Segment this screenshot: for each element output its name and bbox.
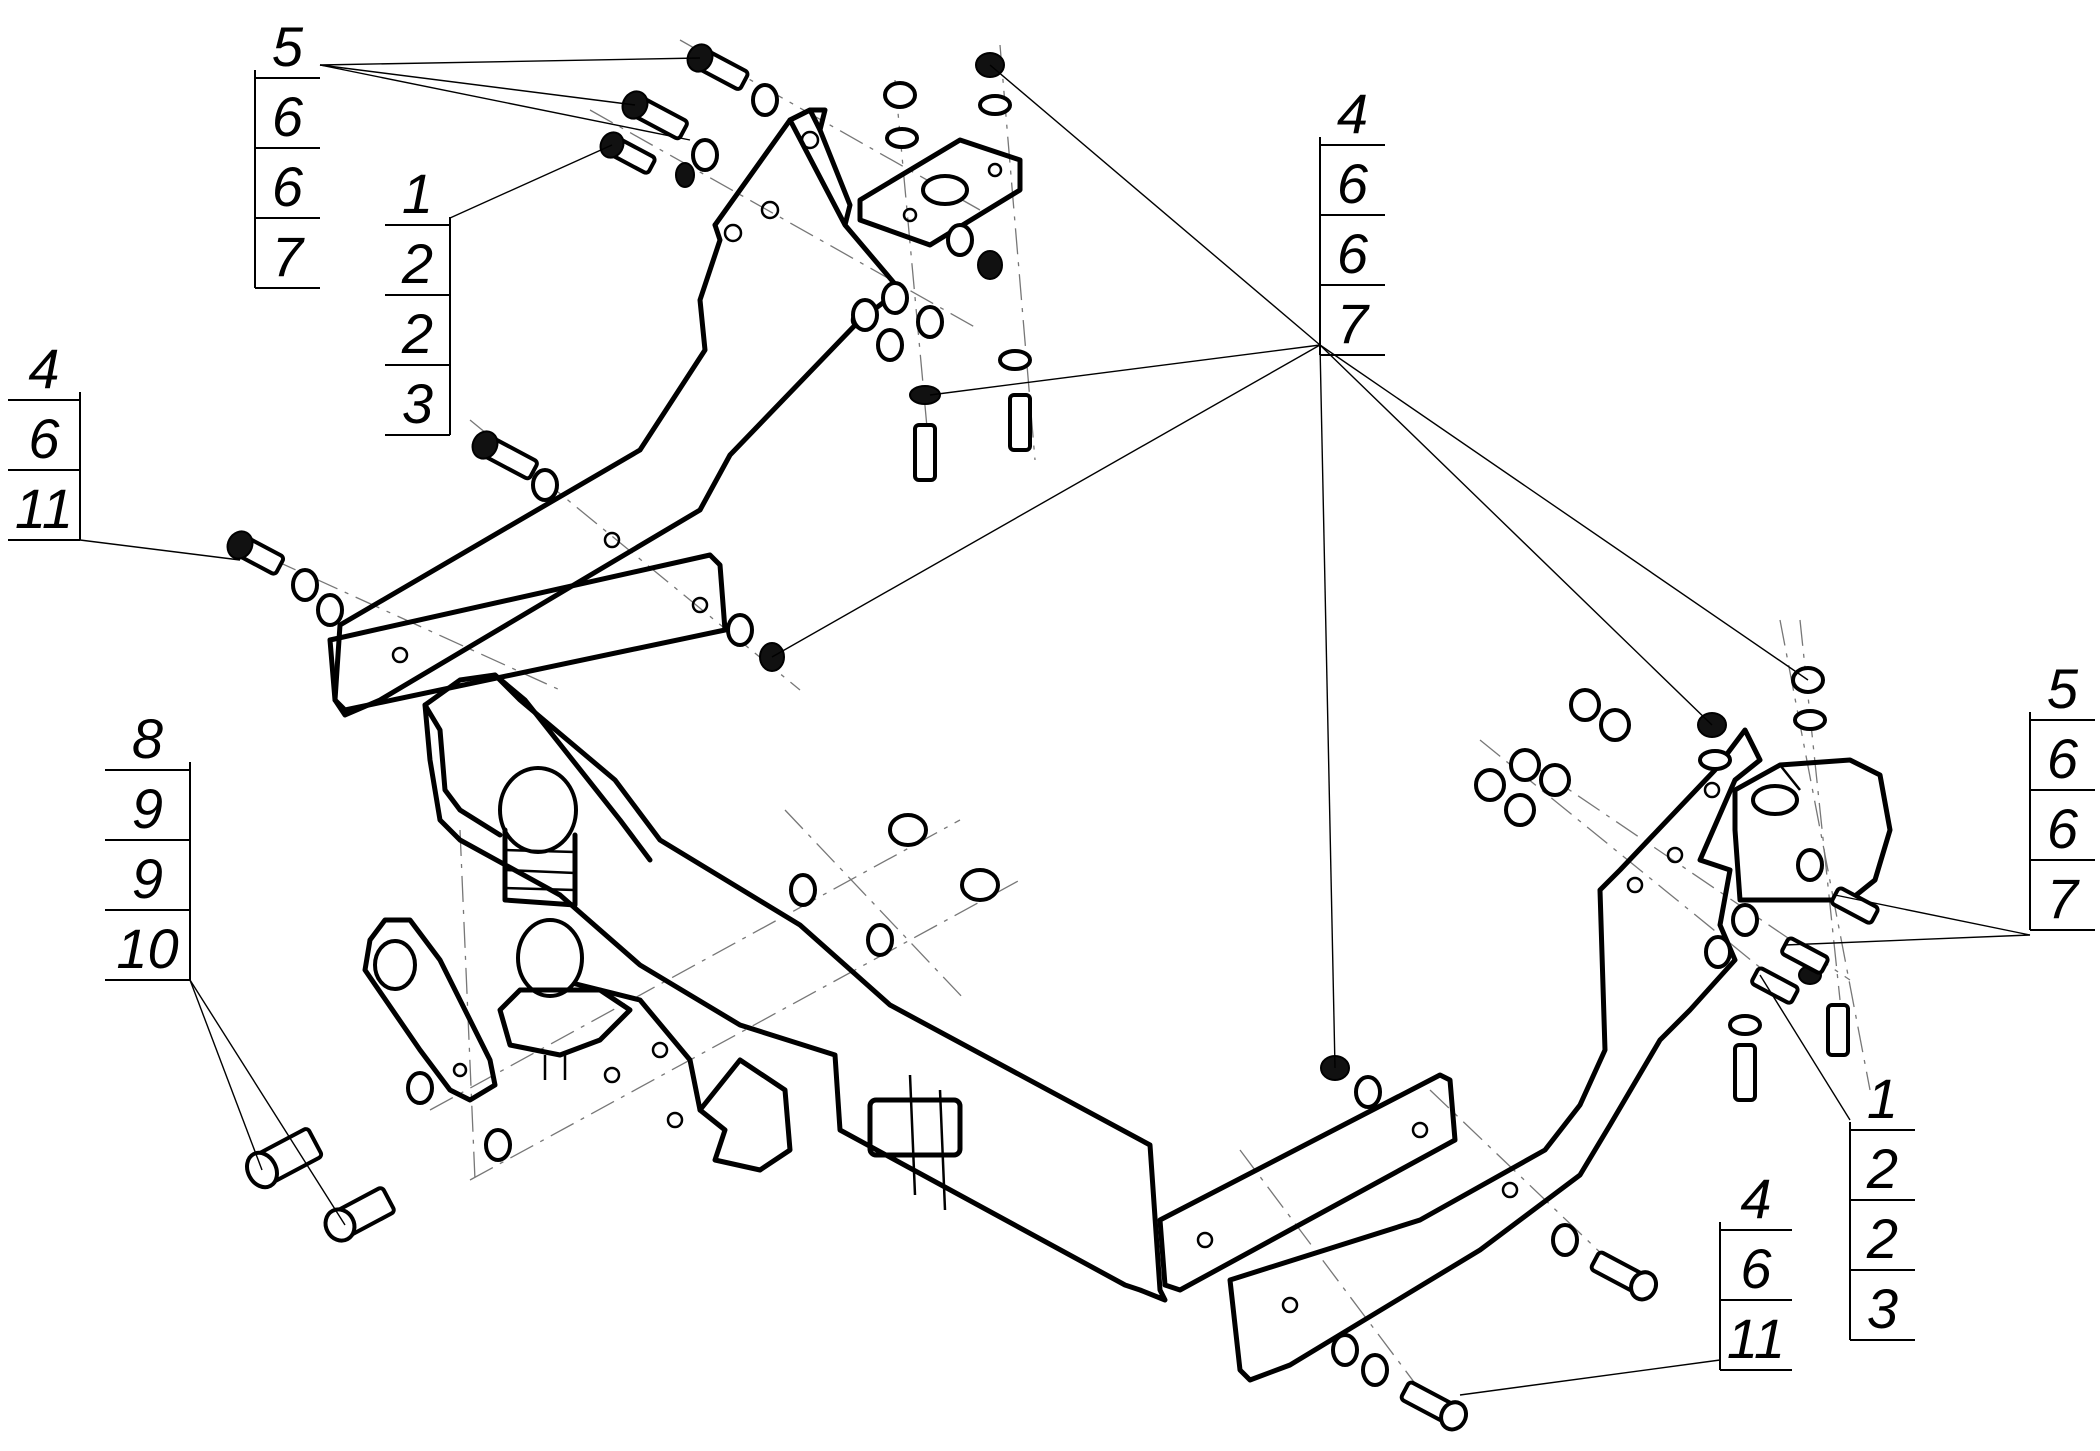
right-mounting-bracket: [1157, 727, 1893, 1383]
callout-number: 2: [401, 302, 433, 365]
callout-number: 3: [402, 372, 433, 435]
fasteners: [226, 43, 1880, 1432]
callout-number: 4: [1740, 1167, 1771, 1230]
callout-number: 8: [132, 707, 163, 770]
callout-number: 6: [272, 155, 304, 218]
callout-number: 2: [401, 232, 433, 295]
callout-number: 6: [28, 407, 60, 470]
callout-number: 5: [2047, 657, 2079, 720]
callout-number: 6: [1337, 152, 1369, 215]
left-mounting-bracket: [332, 107, 1023, 718]
callout-number: 6: [1337, 222, 1369, 285]
callout-number: 7: [2047, 867, 2080, 930]
callout-number: 6: [1740, 1237, 1772, 1300]
tow-ball-assembly: [497, 766, 633, 1080]
callout-table-bottom-4611: 4 6 11: [1719, 1167, 1792, 1371]
callout-table-top-center-4667: 4 6 6 7: [1319, 82, 1385, 356]
callout-number: 7: [1337, 292, 1370, 355]
callout-table-right-12223: 1 2 2 3: [1849, 1067, 1915, 1341]
leader-lines: [79, 57, 2031, 1396]
callout-table-far-left-4611: 4 6 11: [8, 337, 81, 541]
callout-number: 1: [1867, 1067, 1898, 1130]
callout-number: 11: [15, 477, 73, 540]
callout-table-left-89910: 8 9 9 10: [105, 707, 191, 981]
callout-number: 4: [1337, 82, 1368, 145]
callout-number: 4: [28, 337, 59, 400]
callout-number: 6: [2047, 797, 2079, 860]
callout-table-left-12223: 1 2 2 3: [385, 162, 451, 436]
callout-number: 6: [272, 85, 304, 148]
callout-number: 6: [2047, 727, 2079, 790]
callout-number: 3: [1867, 1277, 1898, 1340]
callout-number: 1: [402, 162, 433, 225]
callout-table-right-5667: 5 6 6 7: [2029, 657, 2095, 931]
callout-table-top-left-5667: 5 6 6 7: [254, 15, 320, 289]
callout-number: 10: [116, 917, 178, 980]
callout-number: 2: [1866, 1207, 1898, 1270]
left-long-plate: [327, 552, 728, 713]
callout-number: 9: [132, 847, 163, 910]
socket-plate: [362, 917, 498, 1103]
callout-number: 7: [272, 225, 305, 288]
callout-number: 9: [132, 777, 163, 840]
callout-number: 5: [272, 15, 304, 78]
callout-number: 11: [1727, 1307, 1785, 1370]
callout-number: 2: [1866, 1137, 1898, 1200]
callout-tables: 5 6 6 7 1 2 2 3 4 6 11 4 6 6 7 8 9 9 10 5 6 6 7 1 2 2 3 4 6 11: [8, 15, 2095, 1371]
